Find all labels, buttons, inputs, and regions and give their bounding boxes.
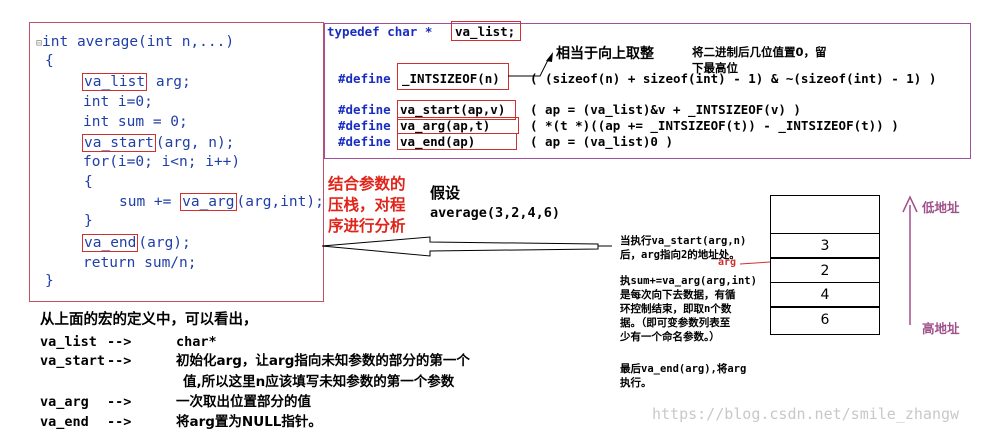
stack-analysis-note: 结合参数的 压栈，对程 序进行分析 — [328, 175, 406, 235]
code-line-inner-open: { — [84, 174, 93, 190]
round-up-arrowhead — [546, 52, 553, 62]
define-keyword: #define — [338, 71, 391, 86]
intsizeof-name: _INTSIZEOF(n) — [402, 71, 500, 86]
code-line-close-brace: } — [45, 273, 54, 289]
typedef-line: typedef char * — [327, 24, 433, 39]
va-start-macro-name: va_start(ap,v) — [400, 102, 506, 117]
summary-desc-va-start: 初始化arg，让arg指向未知参数的部分的第一个 — [176, 353, 470, 369]
high-address-label: 高地址 — [922, 321, 960, 336]
address-arrowhead — [902, 195, 918, 213]
va-end-macro-name: va_end(ap) — [400, 134, 476, 149]
summary-heading: 从上面的宏的定义中，可以看出， — [40, 312, 258, 328]
code-panel — [29, 22, 324, 302]
code-line-int-i: int i=0; — [83, 94, 153, 110]
stack-cell-4: 4 — [770, 282, 880, 307]
code-line-va-start: va_start(arg, n); — [82, 134, 235, 152]
stack-cell-2: 2 — [770, 258, 880, 283]
define-keyword: #define — [338, 118, 391, 133]
stack-cell-6: 6 — [770, 307, 880, 335]
watermark: https://blog.csdn.net/smile_zhangw — [652, 405, 960, 423]
summary-name-va-start: va_start — [40, 353, 106, 369]
code-line-signature: ⊟int average(int n,...) — [36, 34, 235, 50]
summary-name-va-list: va_list — [40, 334, 97, 350]
summary-desc-va-end: 将arg置为NULL指针。 — [176, 414, 322, 430]
summary-desc-va-start-cont: 值,所以这里n应该填写未知参数的第一个参数 — [183, 374, 455, 390]
va-start-highlight: va_start — [82, 134, 156, 152]
summary-arrow: --> — [107, 414, 132, 430]
assume-label: 假设 — [430, 184, 461, 202]
arg-pointer-line — [739, 261, 771, 265]
low-bits-note-1: 将二进制后几位值置0，留 — [692, 45, 827, 59]
low-address-label: 低地址 — [922, 200, 960, 215]
low-bits-note-2: 下最高位 — [692, 61, 738, 75]
define-keyword: #define — [338, 134, 391, 149]
round-up-note: 相当于向上取整 — [556, 46, 654, 62]
summary-desc-va-list: char* — [176, 334, 217, 350]
code-line-return: return sum/n; — [83, 255, 197, 271]
code-line-va-end: va_end(arg); — [82, 234, 191, 252]
va-end-macro-body: ( ap = (va_list)0 ) — [530, 134, 673, 149]
code-line-va-list: va_list arg; — [82, 73, 191, 91]
summary-arrow: --> — [107, 353, 132, 369]
hollow-arrow — [321, 236, 599, 257]
typedef-name-box — [451, 21, 521, 41]
code-line-open-brace: { — [45, 53, 54, 69]
va-end-macro-box — [397, 133, 517, 150]
va-arg-highlight: va_arg — [180, 193, 237, 211]
macro-panel — [324, 23, 971, 159]
va-start-macro-box — [397, 100, 516, 120]
typedef-name: va_list; — [455, 24, 516, 39]
stack-empty-top — [770, 195, 880, 233]
example-call: average(3,2,4,6) — [430, 205, 561, 221]
stack-cell-3: 3 — [770, 233, 880, 258]
intsizeof-body: ( (sizeof(n) + sizeof(int) - 1) & ~(size… — [530, 71, 937, 86]
va-start-macro-body: ( ap = (va_list)&v + _INTSIZEOF(v) ) — [530, 102, 801, 117]
explain-va-start: 当执行va_start(arg,n) 后，arg指向2的地址处。 — [620, 235, 747, 261]
code-line-sum: sum += va_arg(arg,int); — [119, 193, 324, 211]
summary-name-va-end: va_end — [40, 414, 89, 430]
summary-name-va-arg: va_arg — [40, 394, 89, 410]
explain-va-arg: 执sum+=va_arg(arg,int) 是每次向下去数据，有循 环控制结束，… — [620, 275, 757, 343]
va-arg-macro-name: va_arg(ap,t) — [400, 118, 491, 133]
va-list-highlight: va_list — [82, 73, 148, 91]
arg-pointer-label: arg — [718, 257, 737, 268]
code-line-for: for(i=0; i<n; i++) — [83, 154, 241, 170]
round-up-arrow — [508, 59, 549, 77]
code-line-inner-close: } — [84, 213, 93, 229]
va-arg-macro-body: ( *(t *)((ap += _INTSIZEOF(t)) - _INTSIZ… — [530, 118, 899, 133]
summary-desc-va-arg: 一次取出位置部分的值 — [176, 394, 311, 410]
summary-arrow: --> — [107, 394, 132, 410]
define-keyword: #define — [338, 102, 391, 117]
va-end-highlight: va_end — [82, 234, 139, 252]
code-line-int-sum: int sum = 0; — [83, 114, 188, 130]
summary-arrow: --> — [107, 334, 132, 350]
explain-va-end: 最后va_end(arg),将arg 执行。 — [620, 363, 747, 389]
